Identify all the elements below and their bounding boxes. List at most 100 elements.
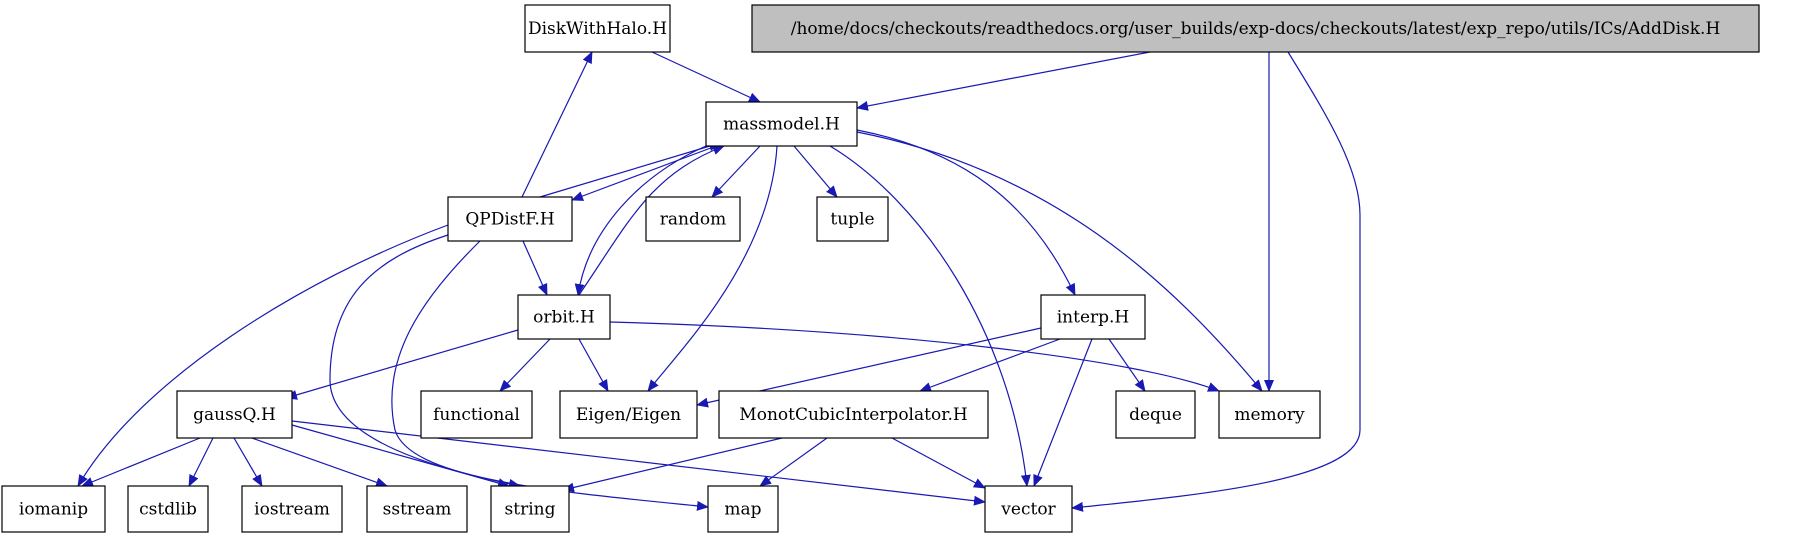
- node-massmodel[interactable]: massmodel.H: [705, 101, 858, 147]
- node-monotcubic[interactable]: MonotCubicInterpolator.H: [718, 390, 989, 439]
- node-label-map: map: [724, 500, 761, 520]
- node-box-eigen: [559, 390, 698, 439]
- node-label-sstream: sstream: [383, 500, 452, 520]
- node-box-random: [645, 196, 741, 242]
- node-map[interactable]: map: [707, 485, 779, 533]
- edge-orbit-to-gaussq: [285, 329, 519, 400]
- edge-gaussq-to-string: [291, 424, 510, 488]
- edge-massmodel-to-orbit: [574, 145, 707, 296]
- edge-gaussq-to-vector: [291, 420, 986, 506]
- node-label-orbit: orbit.H: [533, 308, 595, 328]
- node-memory[interactable]: memory: [1218, 390, 1321, 439]
- node-label-monotcubic: MonotCubicInterpolator.H: [739, 405, 967, 425]
- edges-layer: [77, 51, 1361, 512]
- edge-orbit-to-eigen: [578, 338, 609, 392]
- node-box-string: [490, 485, 570, 533]
- edge-gaussq-to-iostream: [233, 437, 263, 487]
- node-label-eigen: Eigen/Eigen: [576, 405, 681, 425]
- edge-qpdistf-to-iomanip: [77, 224, 449, 487]
- node-cstdlib[interactable]: cstdlib: [127, 485, 209, 533]
- node-sstream[interactable]: sstream: [366, 485, 468, 533]
- edge-qpdistf-to-massmodel: [539, 141, 721, 198]
- edge-interp-to-deque: [1108, 338, 1146, 392]
- edge-massmodel-to-tuple: [793, 145, 838, 198]
- node-box-functional: [420, 390, 533, 439]
- node-box-massmodel: [705, 101, 858, 147]
- edge-qpdistf-to-orbit: [522, 240, 548, 296]
- node-string[interactable]: string: [490, 485, 570, 533]
- node-box-qpdistf: [447, 196, 573, 242]
- node-label-memory: memory: [1234, 405, 1305, 425]
- edge-orbit-to-memory: [609, 321, 1220, 392]
- edge-massmodel-to-eigen: [647, 145, 778, 392]
- node-label-diskwithhalo: DiskWithHalo.H: [528, 19, 667, 39]
- node-box-root: [751, 4, 1760, 53]
- node-eigen[interactable]: Eigen/Eigen: [559, 390, 698, 439]
- edge-gaussq-to-sstream: [251, 437, 388, 488]
- node-box-iostream: [241, 485, 343, 533]
- node-diskwithhalo[interactable]: DiskWithHalo.H: [524, 4, 671, 53]
- edge-diskwithhalo-to-massmodel: [651, 51, 761, 103]
- node-label-vector: vector: [1000, 500, 1056, 520]
- node-box-tuple: [816, 196, 889, 242]
- edge-qpdistf-to-map: [391, 240, 709, 511]
- edge-root-to-vector: [1071, 51, 1361, 512]
- edge-massmodel-to-qpdistf: [571, 145, 717, 201]
- node-box-orbit: [517, 294, 611, 340]
- edge-gaussq-to-iomanip: [81, 437, 201, 487]
- edge-orbit-to-functional: [499, 338, 551, 392]
- node-box-iomanip: [1, 485, 106, 533]
- node-iostream[interactable]: iostream: [241, 485, 343, 533]
- node-label-functional: functional: [433, 405, 520, 425]
- node-box-cstdlib: [127, 485, 209, 533]
- node-label-string: string: [505, 500, 556, 520]
- node-box-memory: [1218, 390, 1321, 439]
- node-iomanip[interactable]: iomanip: [1, 485, 106, 533]
- edge-qpdistf-to-string: [329, 234, 521, 489]
- node-label-iomanip: iomanip: [19, 500, 88, 520]
- node-box-sstream: [366, 485, 468, 533]
- edge-root-to-massmodel: [856, 51, 1151, 111]
- node-box-map: [707, 485, 779, 533]
- node-vector[interactable]: vector: [984, 485, 1073, 533]
- node-deque[interactable]: deque: [1115, 390, 1196, 439]
- nodes-layer: /home/docs/checkouts/readthedocs.org/use…: [1, 4, 1760, 533]
- edge-massmodel-to-memory: [856, 131, 1263, 392]
- edge-massmodel-to-interp: [856, 129, 1076, 296]
- edge-monotcubic-to-map: [759, 437, 828, 487]
- edge-gaussq-to-cstdlib: [188, 437, 214, 487]
- edge-massmodel-to-vector: [829, 145, 1031, 487]
- node-box-monotcubic: [718, 390, 989, 439]
- node-random[interactable]: random: [645, 196, 741, 242]
- node-label-cstdlib: cstdlib: [139, 500, 197, 520]
- node-label-random: random: [660, 210, 726, 230]
- node-label-deque: deque: [1129, 405, 1182, 425]
- node-functional[interactable]: functional: [420, 390, 533, 439]
- node-label-massmodel: massmodel.H: [723, 115, 840, 135]
- node-box-gaussq: [176, 390, 293, 439]
- node-root[interactable]: /home/docs/checkouts/readthedocs.org/use…: [751, 4, 1760, 53]
- node-box-interp: [1040, 294, 1146, 340]
- node-label-iostream: iostream: [254, 500, 330, 520]
- edge-massmodel-to-random: [711, 145, 761, 198]
- node-box-vector: [984, 485, 1073, 533]
- edge-monotcubic-to-string: [562, 437, 783, 493]
- edge-qpdistf-to-diskwithhalo: [521, 51, 593, 198]
- node-interp[interactable]: interp.H: [1040, 294, 1146, 340]
- node-tuple[interactable]: tuple: [816, 196, 889, 242]
- node-label-gaussq: gaussQ.H: [193, 405, 276, 425]
- node-label-qpdistf: QPDistF.H: [465, 210, 554, 230]
- node-box-deque: [1115, 390, 1196, 439]
- node-orbit[interactable]: orbit.H: [517, 294, 611, 340]
- node-gaussq[interactable]: gaussQ.H: [176, 390, 293, 439]
- node-label-root: /home/docs/checkouts/readthedocs.org/use…: [791, 19, 1721, 39]
- edge-interp-to-vector: [1033, 338, 1093, 487]
- node-box-diskwithhalo: [524, 4, 671, 53]
- node-label-tuple: tuple: [830, 210, 874, 230]
- node-label-interp: interp.H: [1057, 308, 1130, 328]
- edge-orbit-to-massmodel: [578, 145, 725, 296]
- edge-monotcubic-to-vector: [891, 437, 986, 489]
- node-qpdistf[interactable]: QPDistF.H: [447, 196, 573, 242]
- edge-interp-to-monotcubic: [919, 338, 1061, 392]
